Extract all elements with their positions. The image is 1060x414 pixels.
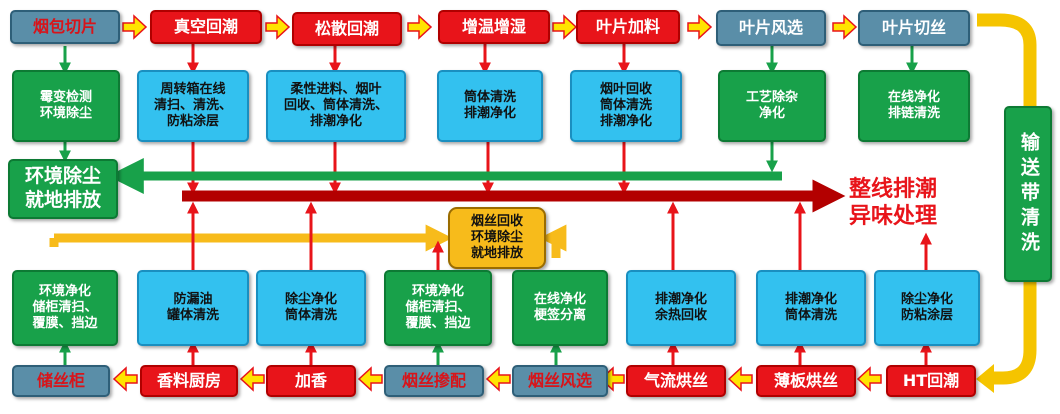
process-cylinder-drying: 薄板烘丝	[756, 365, 856, 397]
note-leaf-recovery: 烟叶回收 筒体清洗 排潮净化	[570, 70, 682, 142]
note-cylinder-cleaning: 筒体清洗 排潮净化	[437, 70, 543, 142]
process-leaf-cutting: 叶片切丝	[858, 10, 970, 46]
process-shred-storage: 储丝柜	[12, 365, 110, 397]
note-storage-env-1: 环境净化 储柜清扫、 覆膜、挡边	[12, 270, 118, 346]
process-leaf-casing: 叶片加料	[576, 10, 680, 44]
note-mildew-detection: 霉变检测 环境除尘	[12, 70, 120, 142]
process-leaf-winnowing: 叶片风选	[716, 10, 826, 46]
process-loosening-conditioning: 松散回潮	[292, 12, 402, 46]
conveyor-cleaning: 输送带清洗	[1004, 106, 1052, 282]
process-flash-drying: 气流烘丝	[626, 365, 726, 397]
note-dust-anti-stick: 除尘净化 防粘涂层	[874, 270, 980, 346]
note-exhaust-cylinder: 排潮净化 筒体清洗	[756, 270, 866, 346]
process-tobacco-slicing: 烟包切片	[10, 10, 120, 44]
note-flexible-feeding: 柔性进料、烟叶 回收、筒体清洗、 排潮净化	[266, 70, 406, 142]
line-moisture-odor-treatment: 整线排潮 异味处理	[848, 176, 937, 230]
note-storage-env-2: 环境净化 储柜清扫、 覆膜、挡边	[384, 270, 492, 346]
process-flavoring: 加香	[266, 365, 356, 397]
env-dust-local-discharge: 环境除尘 就地排放	[8, 159, 118, 219]
shred-recovery: 烟丝回收 环境除尘 就地排放	[448, 207, 546, 269]
note-heat-recovery: 排潮净化 余热回收	[626, 270, 736, 346]
process-shred-blending: 烟丝掺配	[384, 365, 484, 397]
note-dust-removal-1: 除尘净化 筒体清洗	[256, 270, 366, 346]
note-impurity-removal: 工艺除杂 净化	[718, 70, 826, 142]
note-stem-separation: 在线净化 梗签分离	[512, 270, 608, 346]
note-online-purification: 在线净化 排链清洗	[858, 70, 970, 142]
note-leak-proof: 防漏油 罐体清洗	[137, 270, 249, 346]
process-flavor-kitchen: 香料厨房	[140, 365, 238, 397]
process-ht-conditioning: HT回潮	[886, 365, 976, 397]
note-tote-cleaning: 周转箱在线 清扫、清洗、 防粘涂层	[137, 70, 249, 142]
process-vacuum-conditioning: 真空回潮	[150, 10, 262, 44]
process-warming-humidifying: 增温增湿	[438, 10, 550, 44]
process-shred-winnowing: 烟丝风选	[512, 365, 608, 397]
